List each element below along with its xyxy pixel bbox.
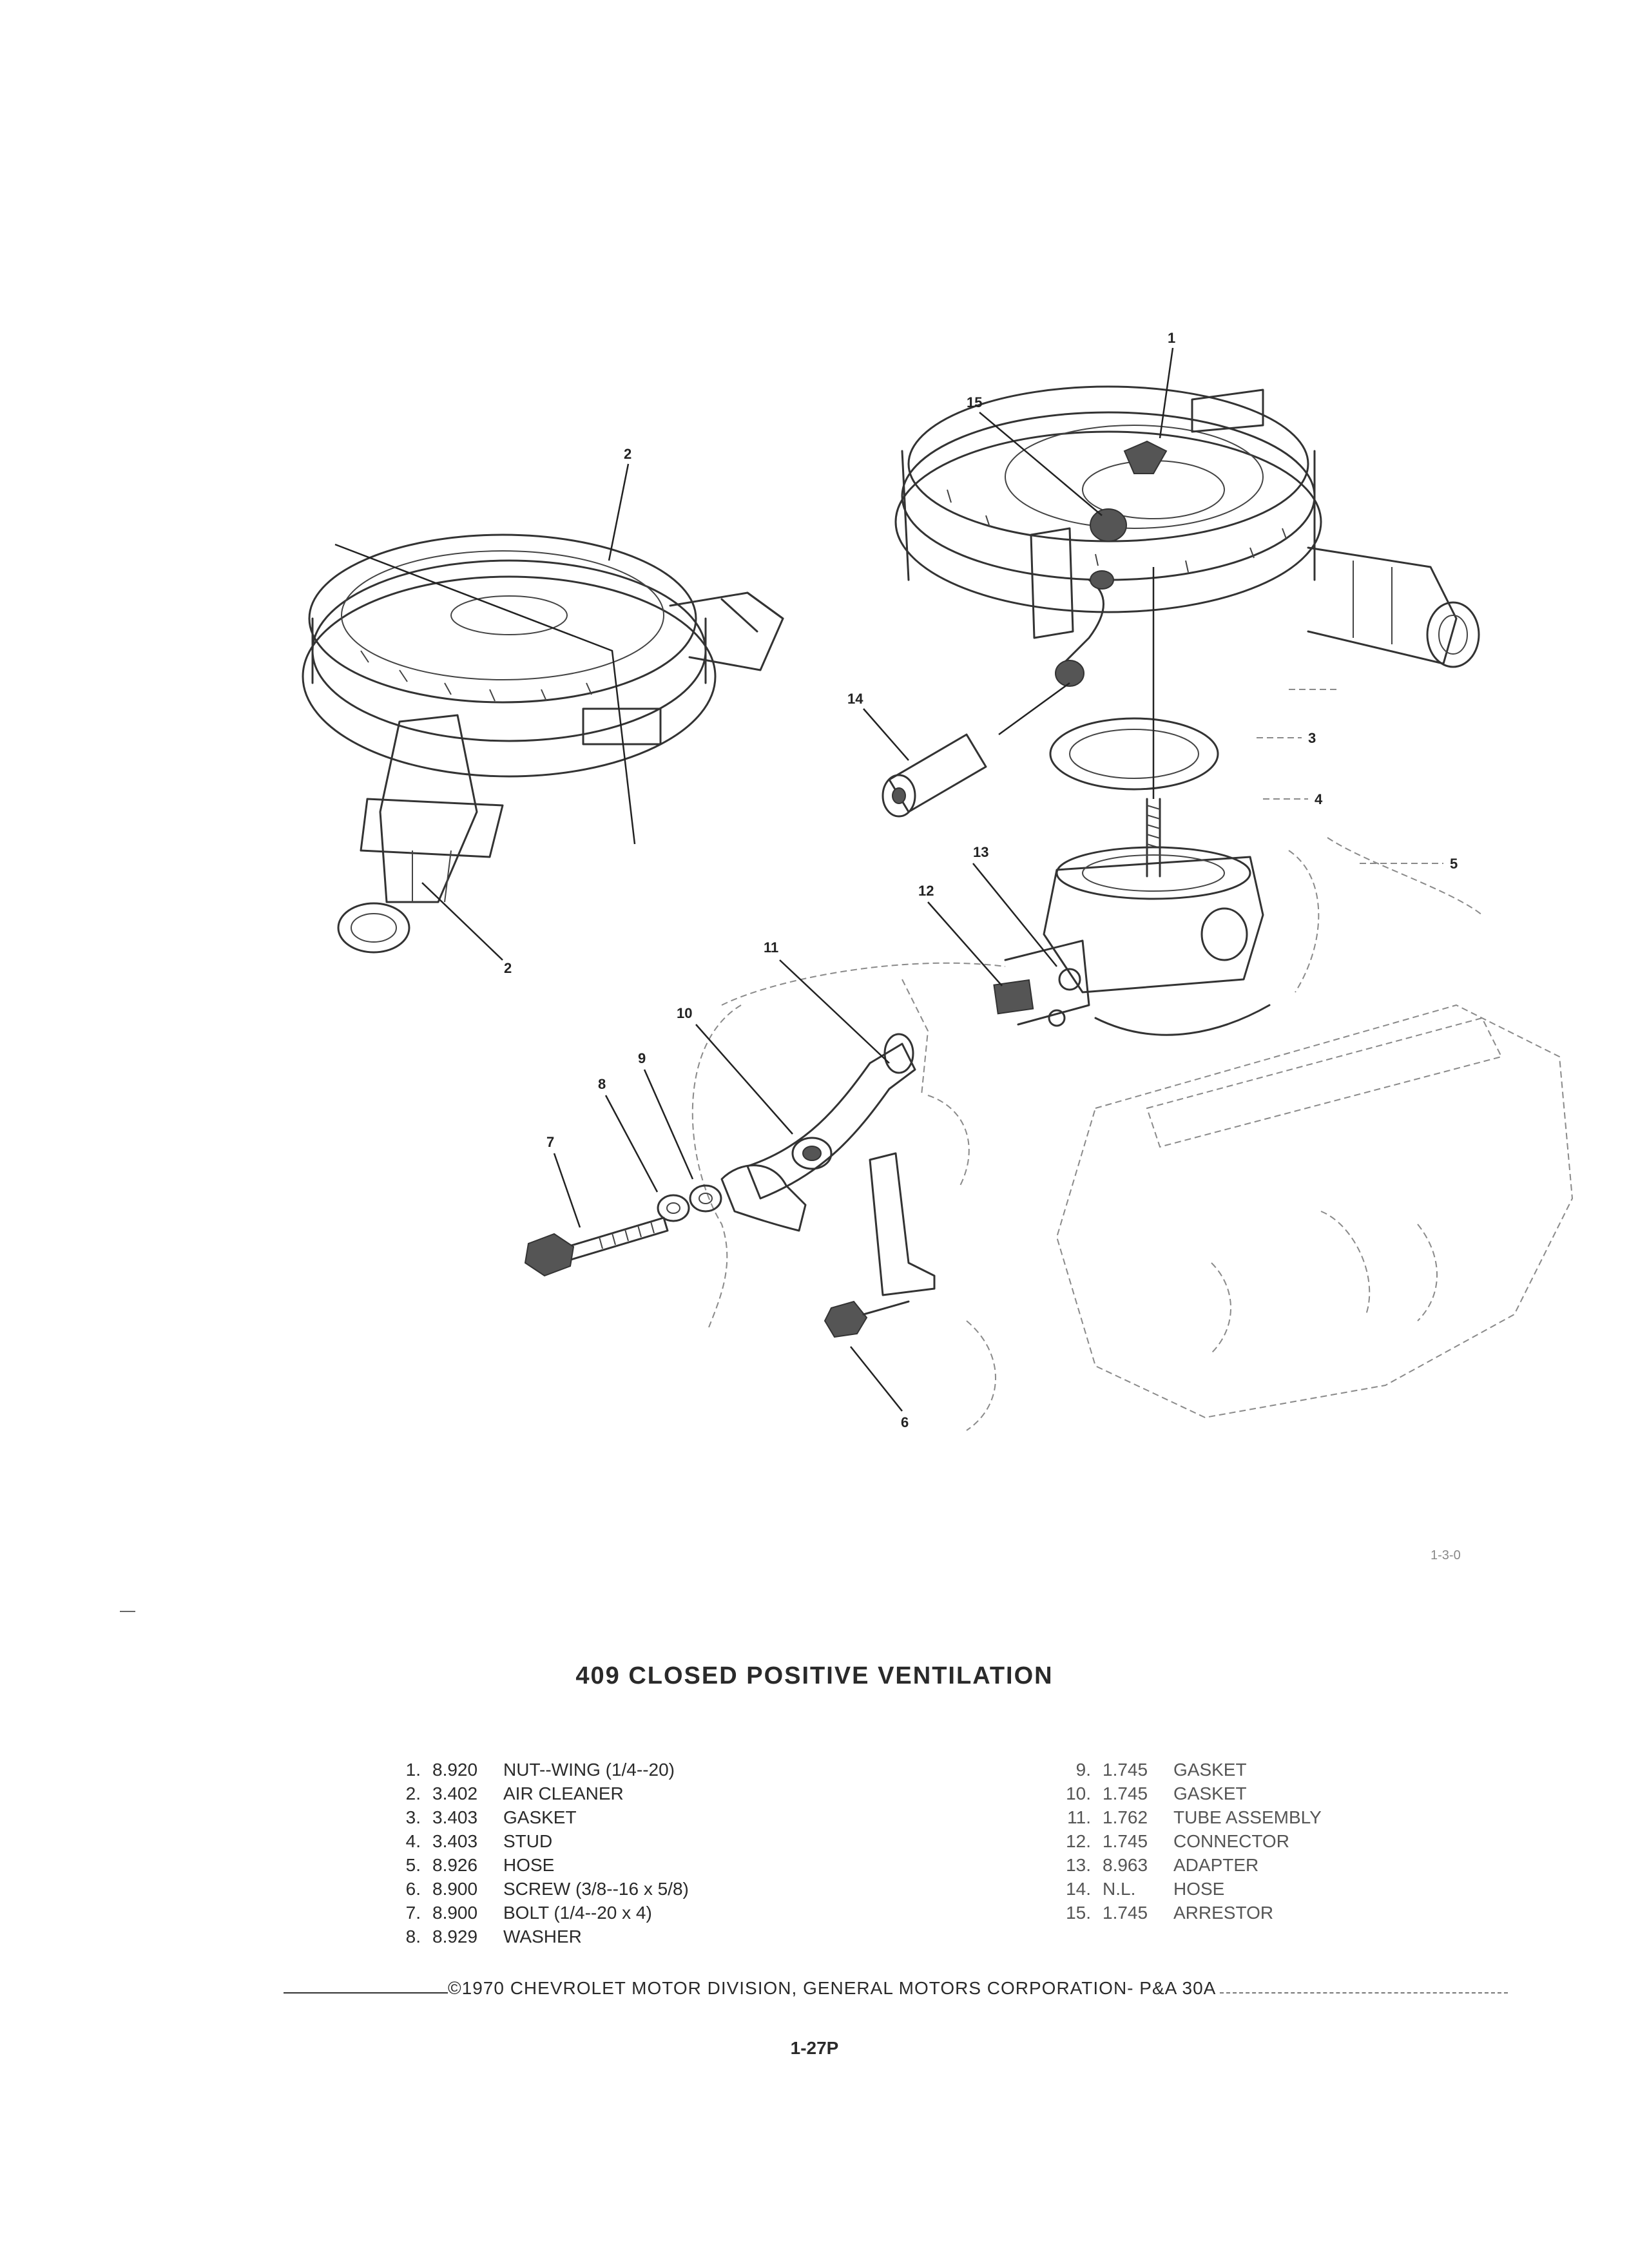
callout-2-bottom: 2: [504, 960, 512, 976]
group-number: 8.900: [432, 1879, 478, 1899]
corner-code: 1-3-0: [1431, 1548, 1461, 1562]
gaskets-and-washer: [657, 1137, 833, 1222]
part-number: 12.: [1066, 1831, 1091, 1851]
part-number: 5.: [405, 1855, 421, 1875]
part-number: 11.: [1067, 1807, 1091, 1827]
callout-5: 5: [1450, 856, 1458, 872]
rule-left: [284, 1992, 448, 1994]
callout-2-top: 2: [624, 446, 631, 462]
parts-list-left: 1. 8.920 NUT--WING (1/4--20) 2. 3.402 AIR CLE…: [383, 1758, 689, 1948]
part-name: SCREW (3/8--16 x 5/8): [503, 1879, 689, 1899]
callout-15: 15: [967, 394, 982, 410]
air-cleaner-left: [302, 533, 784, 954]
group-number: 8.900: [432, 1903, 478, 1923]
parts-list-row: 14. N.L. HOSE: [1054, 1877, 1322, 1901]
callout-14: 14: [847, 691, 863, 707]
rule-right: [1220, 1992, 1508, 1994]
bolt-and-screw: [524, 1216, 910, 1338]
part-name: GASKET: [503, 1807, 577, 1827]
part-number: 4.: [405, 1831, 421, 1851]
part-name: AIR CLEANER: [503, 1783, 624, 1803]
part-name: NUT--WING (1/4--20): [503, 1760, 675, 1780]
scan-mark: [120, 1611, 135, 1612]
parts-list-row: 12. 1.745 CONNECTOR: [1054, 1829, 1322, 1853]
copyright-text: ©1970 CHEVROLET MOTOR DIVISION, GENERAL …: [448, 1978, 1217, 1998]
parts-list-row: 7. 8.900 BOLT (1/4--20 x 4): [383, 1901, 689, 1925]
group-number: 8.963: [1103, 1855, 1148, 1875]
group-number: 1.745: [1103, 1831, 1148, 1851]
part-number: 6.: [405, 1879, 421, 1899]
group-number: 8.929: [432, 1927, 478, 1946]
part-name: ADAPTER: [1173, 1855, 1259, 1875]
parts-list-row: 15. 1.745 ARRESTOR: [1054, 1901, 1322, 1925]
part-number: 3.: [405, 1807, 421, 1827]
group-number: 1.745: [1103, 1783, 1148, 1803]
part-name: STUD: [503, 1831, 553, 1851]
part-number: 10.: [1066, 1783, 1091, 1803]
part-number: 15.: [1066, 1903, 1091, 1923]
part-number: 8.: [405, 1927, 421, 1946]
callout-11: 11: [764, 939, 778, 956]
tube-assembly-11: [720, 1033, 936, 1296]
callout-13: 13: [973, 844, 988, 860]
callout-4: 4: [1315, 791, 1323, 807]
engine-block: [691, 837, 1574, 1431]
group-number: 3.403: [432, 1831, 478, 1851]
part-name: WASHER: [503, 1927, 582, 1946]
group-number: 8.926: [432, 1855, 478, 1875]
exploded-parts-diagram: 1 2 2 3 4 5 6 7 8 9 10 11 12 13 14 15 1-…: [302, 330, 1574, 1562]
callout-8: 8: [598, 1076, 606, 1092]
parts-list-row: 4. 3.403 STUD: [383, 1829, 689, 1853]
parts-list-row: 13. 8.963 ADAPTER: [1054, 1853, 1322, 1877]
callout-10: 10: [677, 1005, 692, 1021]
part-name: TUBE ASSEMBLY: [1173, 1807, 1322, 1827]
parts-list-row: 10. 1.745 GASKET: [1054, 1782, 1322, 1805]
callout-9: 9: [638, 1050, 646, 1066]
part-number: 13.: [1066, 1855, 1091, 1875]
group-number: N.L.: [1103, 1879, 1136, 1899]
part-name: ARRESTOR: [1173, 1903, 1274, 1923]
air-cleaner-right: [894, 385, 1480, 878]
callout-12: 12: [918, 883, 934, 899]
callout-6: 6: [901, 1414, 909, 1430]
callout-1: 1: [1168, 330, 1175, 346]
page-number: 1-27P: [790, 2038, 839, 2058]
group-number: 1.762: [1103, 1807, 1148, 1827]
group-number: 1.745: [1103, 1903, 1148, 1923]
parts-list-row: 8. 8.929 WASHER: [383, 1925, 689, 1948]
parts-list-row: 1. 8.920 NUT--WING (1/4--20): [383, 1758, 689, 1782]
part-number: 14.: [1066, 1879, 1091, 1899]
parts-list-row: 11. 1.762 TUBE ASSEMBLY: [1054, 1805, 1322, 1829]
callout-labels: 1 2 2 3 4 5 6 7 8 9 10 11 12 13 14 15 1-…: [504, 330, 1461, 1562]
hose-14: [882, 682, 1070, 818]
part-number: 1.: [405, 1760, 421, 1780]
parts-list-row: 6. 8.900 SCREW (3/8--16 x 5/8): [383, 1877, 689, 1901]
group-number: 3.402: [432, 1783, 478, 1803]
part-name: HOSE: [503, 1855, 555, 1875]
part-number: 2.: [405, 1783, 421, 1803]
callout-7: 7: [546, 1134, 554, 1150]
leader-lines: [421, 347, 1443, 1412]
page-title: 409 CLOSED POSITIVE VENTILATION: [575, 1662, 1054, 1689]
part-name: GASKET: [1173, 1783, 1247, 1803]
parts-list-row: 3. 3.403 GASKET: [383, 1805, 689, 1829]
group-number: 1.745: [1103, 1760, 1148, 1780]
part-name: CONNECTOR: [1173, 1831, 1289, 1851]
group-number: 3.403: [432, 1807, 478, 1827]
parts-list-row: 5. 8.926 HOSE: [383, 1853, 689, 1877]
part-number: 7.: [405, 1903, 421, 1923]
parts-list-row: 9. 1.745 GASKET: [1054, 1758, 1322, 1782]
part-name: HOSE: [1173, 1879, 1225, 1899]
part-name: GASKET: [1173, 1760, 1247, 1780]
parts-list-row: 2. 3.402 AIR CLEANER: [383, 1782, 689, 1805]
part-name: BOLT (1/4--20 x 4): [503, 1903, 652, 1923]
group-number: 8.920: [432, 1760, 478, 1780]
callout-3: 3: [1308, 730, 1316, 746]
part-number: 9.: [1075, 1760, 1091, 1780]
copyright-line: ©1970 CHEVROLET MOTOR DIVISION, GENERAL …: [284, 1978, 1508, 1999]
